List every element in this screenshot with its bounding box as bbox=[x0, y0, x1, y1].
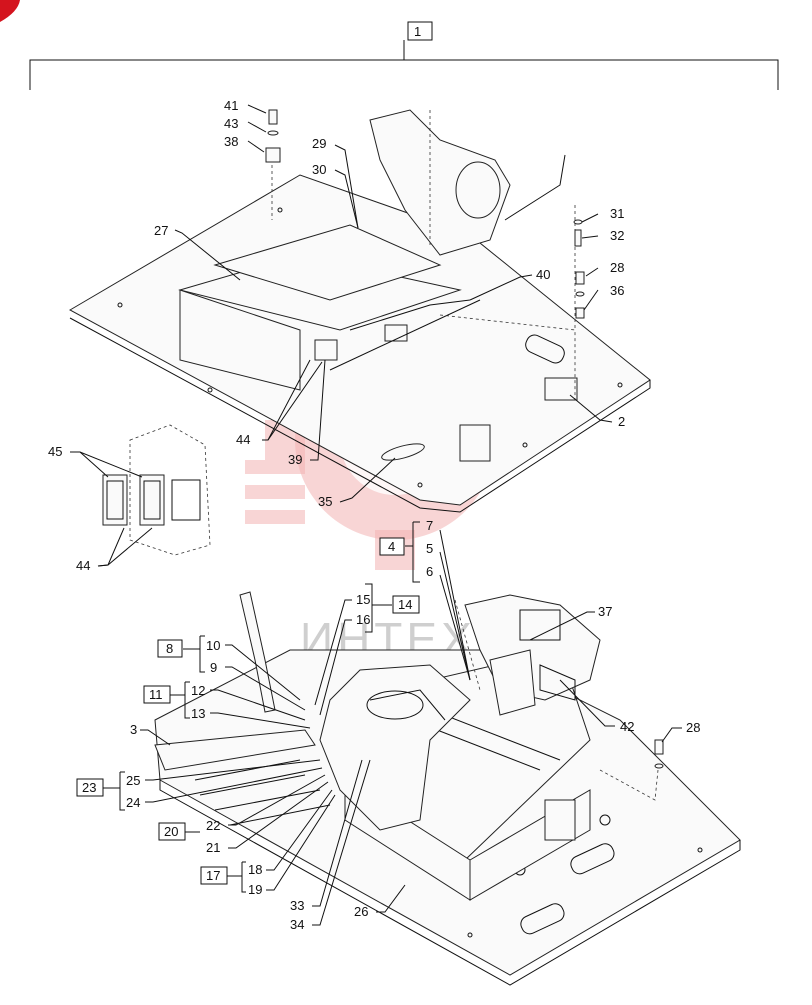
callout-39: 39 bbox=[288, 452, 302, 467]
callout-44-upper: 44 bbox=[236, 432, 250, 447]
callout-11: 11 bbox=[149, 687, 163, 702]
callout-18: 18 bbox=[248, 862, 262, 877]
callout-6: 6 bbox=[426, 564, 433, 579]
callout-42: 42 bbox=[620, 719, 634, 734]
callout-22: 22 bbox=[206, 818, 220, 833]
callout-14: 14 bbox=[398, 597, 412, 612]
callout-17: 17 bbox=[206, 868, 220, 883]
callout-5: 5 bbox=[426, 541, 433, 556]
right-console bbox=[464, 594, 601, 716]
upper-floor-plate bbox=[68, 174, 651, 513]
callout-12: 12 bbox=[191, 683, 205, 698]
callout-2: 2 bbox=[618, 414, 625, 429]
callout-4: 4 bbox=[388, 539, 395, 554]
hardware-41-43-38 bbox=[265, 109, 281, 163]
lower-dashed-leaders bbox=[454, 599, 659, 801]
callout-38: 38 bbox=[224, 134, 238, 149]
callout-8: 8 bbox=[166, 641, 173, 656]
callout-25: 25 bbox=[126, 773, 140, 788]
callout-labels: 41 43 38 29 30 27 31 32 28 36 40 2 44 39… bbox=[48, 98, 700, 932]
callout-35: 35 bbox=[318, 494, 332, 509]
callout-32: 32 bbox=[610, 228, 624, 243]
callout-7: 7 bbox=[426, 518, 433, 533]
brand-corner-mark bbox=[0, 0, 20, 22]
callout-31: 31 bbox=[610, 206, 624, 221]
callout-36: 36 bbox=[610, 283, 624, 298]
seat-pan bbox=[319, 664, 471, 831]
callout-41: 41 bbox=[224, 98, 238, 113]
callout-45: 45 bbox=[48, 444, 62, 459]
callout-leaders bbox=[70, 104, 682, 926]
callout-1: 1 bbox=[414, 24, 421, 39]
callout-24: 24 bbox=[126, 795, 140, 810]
callout-43: 43 bbox=[224, 116, 238, 131]
upper-dashed-leaders bbox=[271, 110, 576, 400]
callout-16: 16 bbox=[356, 612, 370, 627]
callout-20: 20 bbox=[164, 824, 178, 839]
callout-29: 29 bbox=[312, 136, 326, 151]
hardware-28-lower bbox=[654, 739, 664, 769]
callout-9: 9 bbox=[210, 660, 217, 675]
callout-40: 40 bbox=[536, 267, 550, 282]
callout-34: 34 bbox=[290, 917, 304, 932]
assembly-bracket: 1 bbox=[29, 21, 779, 90]
hardware-31-32-28-36 bbox=[573, 219, 585, 319]
callout-30: 30 bbox=[312, 162, 326, 177]
callout-33: 33 bbox=[290, 898, 304, 913]
callout-15: 15 bbox=[356, 592, 370, 607]
callout-23: 23 bbox=[82, 780, 96, 795]
callout-3: 3 bbox=[130, 722, 137, 737]
callout-27: 27 bbox=[154, 223, 168, 238]
left-side-bracket bbox=[154, 729, 331, 826]
callout-21: 21 bbox=[206, 840, 220, 855]
callout-44-inset: 44 bbox=[76, 558, 90, 573]
callout-28-lower: 28 bbox=[686, 720, 700, 735]
callout-19: 19 bbox=[248, 882, 262, 897]
upper-console bbox=[178, 109, 578, 462]
callout-26: 26 bbox=[354, 904, 368, 919]
callout-10: 10 bbox=[206, 638, 220, 653]
callout-13: 13 bbox=[191, 706, 205, 721]
callout-28-upper: 28 bbox=[610, 260, 624, 275]
callout-37: 37 bbox=[598, 604, 612, 619]
inset-detail bbox=[102, 424, 211, 556]
